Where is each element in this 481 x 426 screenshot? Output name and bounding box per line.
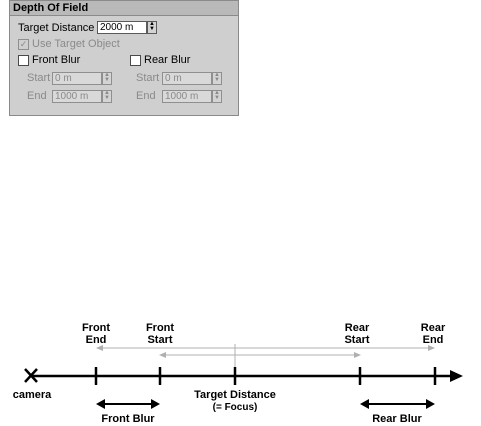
checkmark-icon: ✓	[19, 39, 28, 49]
range-arrow-left-icon	[159, 352, 166, 358]
front-blur-caption: Front Blur	[101, 413, 155, 425]
rear-blur-row: Rear Blur	[144, 53, 190, 67]
front-end-label: End	[27, 90, 47, 103]
target-distance-caption: Target Distance (= Focus)	[185, 389, 285, 414]
front-end-label-line1: Front	[81, 322, 111, 334]
rear-start-label-line2: Start	[344, 334, 370, 346]
spin-down-icon: ▼	[104, 77, 110, 83]
panel-title: Depth Of Field	[10, 1, 238, 16]
rear-start-row: Start	[136, 71, 159, 85]
rear-blur-caption: Rear Blur	[372, 413, 422, 425]
rear-end-label: End	[136, 90, 156, 103]
front-start-spinner[interactable]: ▲ ▼	[102, 72, 112, 85]
use-target-object-label: Use Target Object	[32, 38, 120, 51]
range-arrow-left-icon	[96, 345, 103, 351]
target-distance-row: Target Distance	[18, 21, 94, 35]
spin-down-icon: ▼	[214, 77, 220, 83]
target-distance-caption-line1: Target Distance	[194, 389, 276, 401]
front-blur-checkbox[interactable]	[18, 55, 29, 66]
camera-label: camera	[12, 389, 52, 401]
front-start-label: Front Start	[140, 322, 180, 346]
use-target-object-row: Use Target Object	[32, 37, 120, 51]
front-blur-arrow-left-icon	[96, 399, 105, 409]
range-arrow-right-icon	[354, 352, 361, 358]
front-end-row: End	[27, 89, 47, 103]
rear-start-input[interactable]: 0 m	[162, 72, 212, 85]
spin-down-icon: ▼	[149, 26, 155, 32]
spin-up-icon: ▲	[214, 72, 220, 78]
rear-end-label-line1: Rear	[420, 322, 446, 334]
depth-of-field-panel: Depth Of Field Target Distance 2000 m ▲ …	[9, 0, 239, 116]
use-target-object-checkbox[interactable]: ✓	[18, 39, 29, 50]
spin-down-icon: ▼	[104, 95, 110, 101]
front-start-row: Start	[27, 71, 50, 85]
front-start-label-line2: Start	[147, 334, 173, 346]
spin-up-icon: ▲	[104, 90, 110, 96]
rear-blur-arrow-right-icon	[426, 399, 435, 409]
target-distance-label: Target Distance	[18, 22, 95, 35]
rear-end-row: End	[136, 89, 156, 103]
spin-down-icon: ▼	[214, 95, 220, 101]
front-start-label: Start	[27, 72, 51, 85]
front-blur-label: Front Blur	[32, 54, 81, 67]
rear-start-label: Start	[136, 72, 160, 85]
rear-end-spinner[interactable]: ▲ ▼	[212, 90, 222, 103]
front-end-input[interactable]: 1000 m	[52, 90, 102, 103]
axis-arrow-icon	[450, 370, 463, 382]
front-end-spinner[interactable]: ▲ ▼	[102, 90, 112, 103]
rear-start-label: Rear Start	[337, 322, 377, 346]
front-start-input[interactable]: 0 m	[52, 72, 102, 85]
rear-end-input[interactable]: 1000 m	[162, 90, 212, 103]
target-distance-spinner[interactable]: ▲ ▼	[147, 21, 157, 34]
range-arrow-right-icon	[428, 345, 435, 351]
rear-blur-checkbox[interactable]	[130, 55, 141, 66]
focus-caption: (= Focus)	[212, 402, 258, 413]
rear-end-label-line2: End	[422, 334, 444, 346]
rear-start-label-line1: Rear	[344, 322, 370, 334]
target-distance-input[interactable]: 2000 m	[97, 21, 147, 34]
rear-end-label: Rear End	[413, 322, 453, 346]
front-blur-arrow-right-icon	[151, 399, 160, 409]
rear-blur-arrow-left-icon	[360, 399, 369, 409]
spin-up-icon: ▲	[214, 90, 220, 96]
spin-up-icon: ▲	[149, 21, 155, 27]
front-blur-row: Front Blur	[32, 53, 80, 67]
rear-blur-label: Rear Blur	[144, 54, 191, 67]
spin-up-icon: ▲	[104, 72, 110, 78]
front-end-label-line2: End	[85, 334, 107, 346]
front-end-label: Front End	[76, 322, 116, 346]
front-start-label-line1: Front	[145, 322, 175, 334]
camera-x-icon	[24, 368, 38, 383]
rear-start-spinner[interactable]: ▲ ▼	[212, 72, 222, 85]
